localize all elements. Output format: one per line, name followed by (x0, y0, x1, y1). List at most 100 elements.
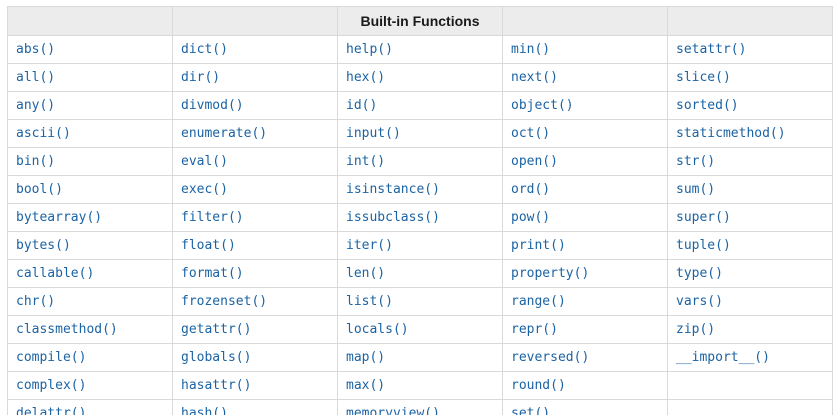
function-link[interactable]: issubclass() (346, 210, 440, 225)
table-row: ascii() enumerate() input() oct() staticmeth… (7, 119, 833, 148)
function-link[interactable]: hasattr() (181, 378, 252, 393)
table-cell: set() (502, 399, 668, 415)
function-link[interactable]: type() (676, 266, 723, 281)
function-link[interactable]: next() (511, 70, 558, 85)
function-link[interactable]: zip() (676, 322, 716, 337)
function-link[interactable]: filter() (181, 210, 244, 225)
function-link[interactable]: hash() (181, 406, 228, 415)
function-link[interactable]: classmethod() (16, 322, 118, 337)
function-link[interactable]: print() (511, 238, 566, 253)
function-link[interactable]: delattr() (16, 406, 87, 415)
function-link[interactable]: min() (511, 42, 551, 57)
table-cell: iter() (337, 231, 503, 260)
function-link[interactable]: vars() (676, 294, 723, 309)
function-link[interactable]: dir() (181, 70, 221, 85)
function-link[interactable]: complex() (16, 378, 87, 393)
function-link[interactable]: ord() (511, 182, 551, 197)
function-link[interactable]: locals() (346, 322, 409, 337)
table-row: complex() hasattr() max() round() (7, 371, 833, 400)
function-link[interactable]: slice() (676, 70, 731, 85)
function-link[interactable]: open() (511, 154, 558, 169)
header-cell-empty (7, 6, 173, 36)
table-cell: range() (502, 287, 668, 316)
table-cell: frozenset() (172, 287, 338, 316)
table-row: all() dir() hex() next() slice() (7, 63, 833, 92)
function-link[interactable]: any() (16, 98, 56, 113)
function-link[interactable]: int() (346, 154, 386, 169)
function-link[interactable]: __import__() (676, 350, 770, 365)
table-cell: hash() (172, 399, 338, 415)
function-link[interactable]: list() (346, 294, 393, 309)
function-link[interactable]: repr() (511, 322, 558, 337)
function-link[interactable]: globals() (181, 350, 252, 365)
table-cell: map() (337, 343, 503, 372)
function-link[interactable]: format() (181, 266, 244, 281)
table-cell: tuple() (667, 231, 833, 260)
function-link[interactable]: tuple() (676, 238, 731, 253)
function-link[interactable]: all() (16, 70, 56, 85)
function-link[interactable]: float() (181, 238, 236, 253)
function-link[interactable]: iter() (346, 238, 393, 253)
function-link[interactable]: callable() (16, 266, 95, 281)
function-link[interactable]: frozenset() (181, 294, 268, 309)
function-link[interactable]: map() (346, 350, 386, 365)
function-link[interactable]: set() (511, 406, 551, 415)
table-cell: len() (337, 259, 503, 288)
table-cell: object() (502, 91, 668, 120)
function-link[interactable]: pow() (511, 210, 551, 225)
function-link[interactable]: bin() (16, 154, 56, 169)
function-link[interactable]: object() (511, 98, 574, 113)
table-header-row: Built-in Functions (7, 6, 833, 36)
function-link[interactable]: ascii() (16, 126, 71, 141)
function-link[interactable]: help() (346, 42, 393, 57)
function-link[interactable]: staticmethod() (676, 126, 786, 141)
function-link[interactable]: sum() (676, 182, 716, 197)
function-link[interactable]: bool() (16, 182, 63, 197)
function-link[interactable]: getattr() (181, 322, 252, 337)
function-link[interactable]: reversed() (511, 350, 590, 365)
table-cell: oct() (502, 119, 668, 148)
function-link[interactable]: max() (346, 378, 386, 393)
table-cell: issubclass() (337, 203, 503, 232)
function-link[interactable]: super() (676, 210, 731, 225)
table-cell: classmethod() (7, 315, 173, 344)
table-cell: sum() (667, 175, 833, 204)
table-cell: ascii() (7, 119, 173, 148)
function-link[interactable]: memoryview() (346, 406, 440, 415)
function-link[interactable]: property() (511, 266, 590, 281)
header-cell-empty (667, 6, 833, 36)
table-cell: next() (502, 63, 668, 92)
function-link[interactable]: round() (511, 378, 566, 393)
function-link[interactable]: range() (511, 294, 566, 309)
function-link[interactable]: isinstance() (346, 182, 440, 197)
function-link[interactable]: id() (346, 98, 378, 113)
function-link[interactable]: divmod() (181, 98, 244, 113)
function-link[interactable]: hex() (346, 70, 386, 85)
function-link[interactable]: str() (676, 154, 716, 169)
table-cell: exec() (172, 175, 338, 204)
function-link[interactable]: enumerate() (181, 126, 268, 141)
table-cell-empty (667, 371, 833, 400)
function-link[interactable]: abs() (16, 42, 56, 57)
function-link[interactable]: exec() (181, 182, 228, 197)
table-cell: print() (502, 231, 668, 260)
function-link[interactable]: len() (346, 266, 386, 281)
table-cell: zip() (667, 315, 833, 344)
table-cell: round() (502, 371, 668, 400)
function-link[interactable]: bytes() (16, 238, 71, 253)
function-link[interactable]: oct() (511, 126, 551, 141)
function-link[interactable]: sorted() (676, 98, 739, 113)
function-link[interactable]: eval() (181, 154, 228, 169)
function-link[interactable]: input() (346, 126, 401, 141)
table-cell: bytes() (7, 231, 173, 260)
table-row: abs() dict() help() min() setattr() (7, 35, 833, 64)
table-cell: all() (7, 63, 173, 92)
function-link[interactable]: dict() (181, 42, 228, 57)
table-cell: hasattr() (172, 371, 338, 400)
function-link[interactable]: bytearray() (16, 210, 103, 225)
function-link[interactable]: setattr() (676, 42, 747, 57)
table-row: compile() globals() map() reversed() __impor… (7, 343, 833, 372)
function-link[interactable]: compile() (16, 350, 87, 365)
table-cell: any() (7, 91, 173, 120)
function-link[interactable]: chr() (16, 294, 56, 309)
